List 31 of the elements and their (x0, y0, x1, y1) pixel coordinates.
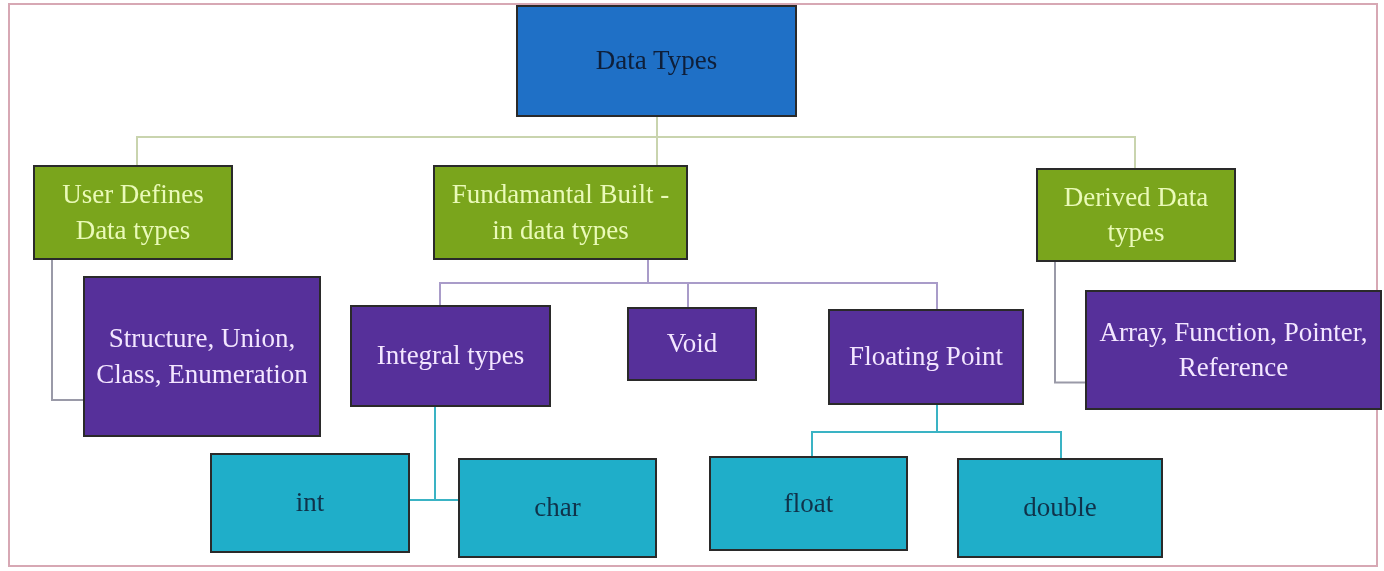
type-box (350, 305, 551, 407)
connector-line (1054, 261, 1086, 384)
connector-line (647, 259, 938, 310)
type-label: User Defines Data types (61, 178, 205, 247)
type-label: Array, Function, Pointer, Reference (1098, 315, 1369, 384)
type-label: Data Types (595, 44, 718, 78)
type-box (210, 453, 410, 553)
connector-line (434, 406, 459, 501)
type-box (33, 165, 233, 260)
type-box (1085, 290, 1382, 410)
type-label: Structure, Union, Class, Enumeration (95, 322, 309, 391)
type-box (433, 165, 688, 260)
type-label: Integral types (376, 339, 525, 373)
connector-line (936, 404, 1062, 459)
type-box (1036, 168, 1236, 262)
type-label: char (534, 491, 581, 525)
type-box (957, 458, 1163, 558)
type-box (709, 456, 908, 551)
connector-line (51, 259, 84, 401)
type-label: double (1023, 491, 1097, 525)
type-box (83, 276, 321, 437)
type-box (516, 5, 797, 117)
type-label: Fundamantal Built - in data types (450, 178, 671, 247)
type-label: Floating Point (849, 340, 1003, 374)
type-label: Void (666, 327, 718, 361)
type-label: float (783, 486, 834, 520)
type-box (458, 458, 657, 558)
type-box (828, 309, 1024, 405)
type-label: Derived Data types (1062, 180, 1210, 249)
type-label: int (295, 486, 325, 520)
type-box (627, 307, 757, 381)
